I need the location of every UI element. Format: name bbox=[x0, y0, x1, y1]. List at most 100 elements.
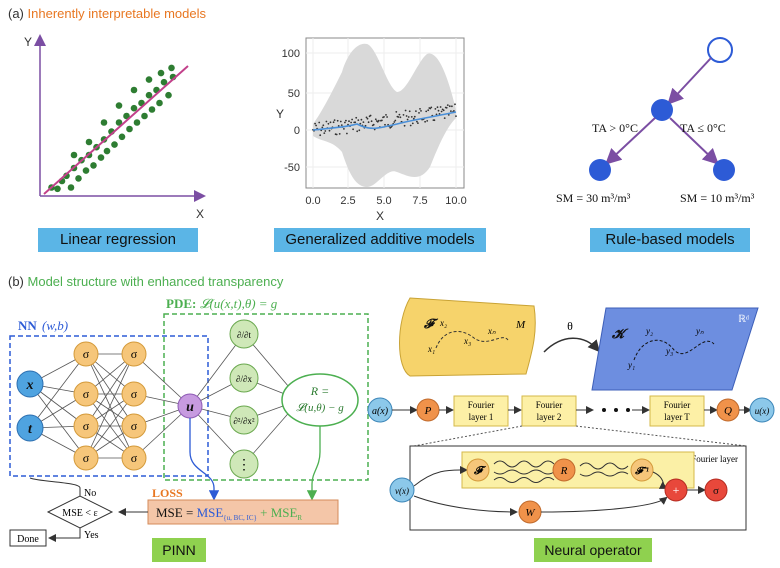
residual-eq-2: 𝓛(u,θ) − g bbox=[296, 402, 344, 414]
split-node bbox=[651, 99, 673, 121]
gam-point bbox=[343, 128, 345, 130]
data-point bbox=[115, 119, 123, 126]
P-label: P bbox=[424, 405, 432, 417]
d-dx-label: ∂/∂x bbox=[236, 374, 252, 384]
gam-point bbox=[442, 109, 445, 112]
pde-equation: 𝓛(u(x,t),θ) = g bbox=[200, 296, 278, 311]
gam-point bbox=[454, 103, 456, 106]
fft-node bbox=[466, 458, 490, 482]
lr-x-label: X bbox=[196, 207, 204, 221]
gam-point bbox=[448, 105, 451, 108]
data-point bbox=[156, 99, 163, 107]
gam-point bbox=[354, 121, 357, 124]
data-point bbox=[97, 154, 105, 161]
layer1-line1: Fourier bbox=[468, 400, 495, 410]
data-point bbox=[100, 119, 108, 126]
gam-point bbox=[318, 121, 321, 124]
gam-point bbox=[385, 114, 387, 116]
y2-label: y₂ bbox=[645, 326, 653, 336]
left-leaf-label: SM = 30 m³/m³ bbox=[556, 191, 631, 205]
activation-label: σ bbox=[713, 485, 719, 497]
section-b-title: Model structure with enhanced transparen… bbox=[27, 274, 284, 289]
Q-label: Q bbox=[724, 405, 732, 417]
gam-point bbox=[443, 117, 446, 119]
caption-pinn: PINN bbox=[152, 538, 206, 562]
layer2-line2: layer 2 bbox=[537, 412, 562, 422]
neural-operator-diagram: 𝓕 M x₂ x₃ xₙ x₁ θ 𝓚 ℝᵈ y₂ y₃ yₙ y₁ a(x) … bbox=[367, 297, 775, 531]
gam-point bbox=[408, 110, 411, 113]
input-node-t bbox=[16, 414, 44, 442]
gam-point bbox=[381, 119, 383, 122]
data-point bbox=[130, 86, 138, 94]
gam-point bbox=[447, 114, 450, 116]
x3-label: x₃ bbox=[463, 336, 471, 346]
gam-plot: 100 50 0 -50 0.0 2.5 5.0 7.5 10.0 X Y bbox=[276, 37, 467, 223]
ux-node bbox=[749, 397, 775, 423]
gam-point bbox=[420, 110, 422, 112]
gam-point bbox=[377, 119, 380, 122]
gam-point bbox=[351, 118, 353, 121]
gam-point bbox=[315, 124, 317, 127]
gam-point bbox=[390, 126, 393, 128]
right-leaf-label: SM = 10 m³/m³ bbox=[680, 191, 755, 205]
gam-point bbox=[445, 106, 448, 109]
gam-xtick: 5.0 bbox=[376, 195, 391, 207]
caption-gam: Generalized additive models bbox=[274, 228, 486, 252]
data-point bbox=[133, 119, 141, 126]
yn-label: yₙ bbox=[695, 326, 704, 336]
gam-point bbox=[403, 124, 406, 127]
theta-label: θ bbox=[567, 319, 573, 333]
hidden-layer-2: σ σ σ σ bbox=[121, 341, 147, 471]
sigma-label: σ bbox=[83, 451, 90, 465]
data-point bbox=[111, 141, 118, 148]
ifft-label: 𝓕⁻¹ bbox=[634, 466, 649, 477]
gam-point bbox=[404, 109, 407, 112]
data-point bbox=[118, 133, 126, 141]
plus-label: + bbox=[673, 483, 680, 497]
gam-point bbox=[362, 121, 365, 123]
gam-point bbox=[355, 116, 358, 119]
data-point bbox=[126, 125, 133, 133]
gam-point bbox=[332, 121, 335, 124]
gam-point bbox=[335, 133, 338, 136]
gam-point bbox=[425, 110, 428, 113]
pde-label: PDE: bbox=[166, 296, 196, 311]
confidence-band bbox=[313, 43, 456, 187]
y3-label: y₃ bbox=[665, 346, 673, 356]
caption-neural-operator: Neural operator bbox=[534, 538, 652, 562]
section-a-letter: (a) bbox=[8, 6, 24, 21]
ifft-node bbox=[630, 458, 654, 482]
gam-point bbox=[369, 114, 372, 117]
fourier-layer-1 bbox=[453, 395, 509, 427]
layerT-line1: Fourier bbox=[664, 400, 691, 410]
gam-point bbox=[325, 120, 328, 123]
spectral-path bbox=[461, 451, 695, 489]
gam-point bbox=[360, 118, 363, 121]
gam-point bbox=[364, 124, 367, 127]
input-node-x bbox=[16, 370, 44, 398]
data-point bbox=[115, 102, 123, 109]
gam-point bbox=[394, 119, 397, 122]
gam-point bbox=[345, 119, 347, 122]
gam-y-label: Y bbox=[276, 107, 284, 121]
gam-point bbox=[352, 128, 354, 131]
gam-point bbox=[435, 113, 438, 116]
loss-box bbox=[147, 499, 339, 525]
fourier-layer-T bbox=[649, 395, 705, 427]
gam-point bbox=[415, 110, 417, 112]
residual-eq-1: R = bbox=[310, 384, 329, 398]
gam-point bbox=[434, 108, 437, 110]
data-point bbox=[168, 64, 175, 72]
layerT-line2: layer T bbox=[664, 412, 690, 422]
gam-point bbox=[356, 130, 359, 133]
gam-ytick: -50 bbox=[284, 162, 300, 174]
xn-label: xₙ bbox=[487, 326, 496, 336]
decision-diamond bbox=[46, 495, 114, 529]
gam-point bbox=[365, 116, 368, 119]
data-point bbox=[148, 106, 156, 113]
gam-point bbox=[372, 123, 375, 126]
input-t-label: t bbox=[28, 422, 33, 437]
gam-point bbox=[453, 110, 455, 112]
gam-point bbox=[427, 109, 430, 112]
pinn-diagram: NN (w,b) PDE: 𝓛(u(x,t),θ) = g x t σ σ σ … bbox=[9, 296, 369, 547]
